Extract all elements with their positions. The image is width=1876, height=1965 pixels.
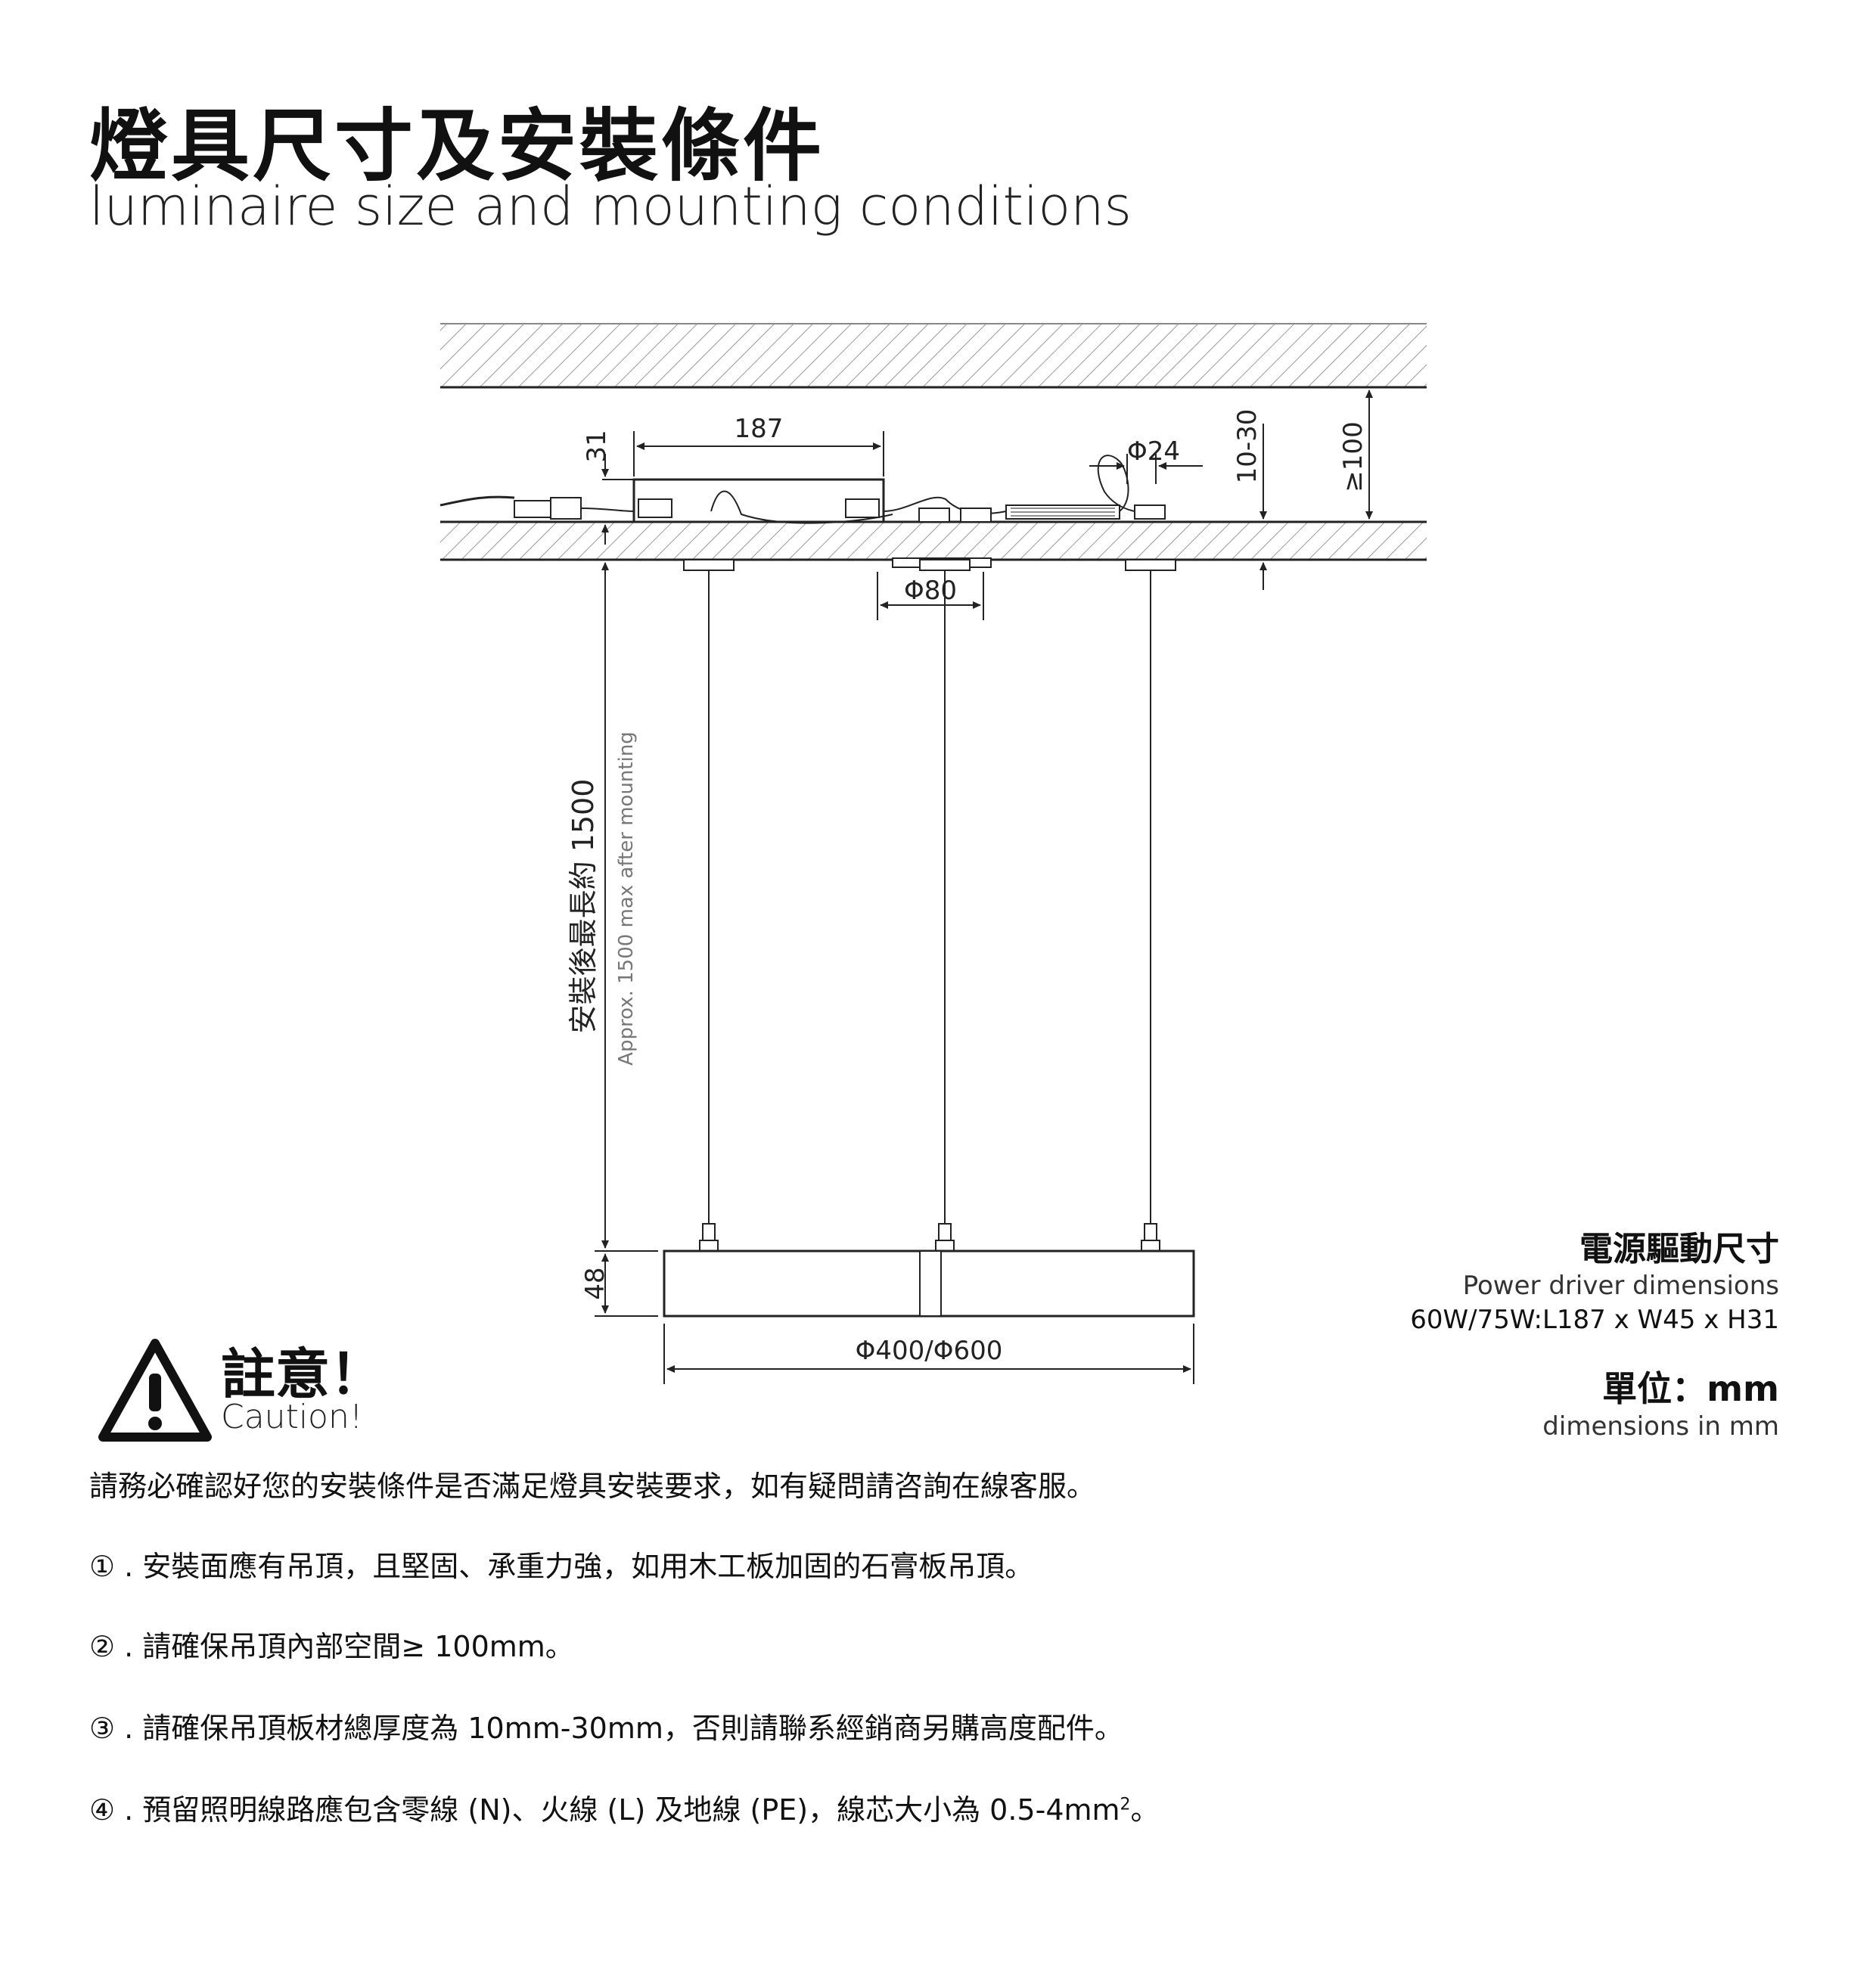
dim-canopy: Φ80 — [877, 572, 984, 620]
caution-title: 註意！ — [221, 1343, 385, 1406]
structural-ceiling-slab — [440, 323, 1427, 389]
note-item-4-text: ④ . 預留照明線路應包含零線 (N)、火線 (L) 及地線 (PE)，線芯大小… — [89, 1793, 1120, 1827]
note-item-2: ② . 請確保吊頂內部空間≥ 100mm。 — [89, 1630, 574, 1663]
page-subtitle: luminaire size and mounting conditions — [89, 175, 1132, 237]
dim-driver-height-label: 31 — [582, 430, 612, 462]
dim-driver-height: 31 — [582, 430, 634, 545]
caution-intro: 請務必確認好您的安裝條件是否滿足燈具安裝要求，如有疑問請咨詢在線客服。 — [89, 1470, 1096, 1503]
luminaire-body — [663, 1249, 1195, 1318]
dim-cavity: ≥100 — [1338, 390, 1373, 520]
input-cable — [439, 495, 635, 520]
dim-cable-label: Φ24 — [1127, 436, 1180, 467]
dim-fixture-height-label: 48 — [580, 1267, 610, 1299]
dim-driver-length: 187 — [633, 414, 884, 477]
note-item-3: ③ . 請確保吊頂板材總厚度為 10mm-30mm，否則請聯系經銷商另購高度配件… — [89, 1712, 1123, 1745]
dim-ceiling-thickness: 10-30 — [1232, 409, 1267, 590]
note-item-4: ④ . 預留照明線路應包含零線 (N)、火線 (L) 及地線 (PE)，線芯大小… — [89, 1787, 1160, 1828]
dim-canopy-label: Φ80 — [904, 576, 957, 606]
dim-fixture-diameter: Φ400/Φ600 — [663, 1324, 1194, 1384]
power-driver-title: 電源驅動尺寸 — [1579, 1230, 1779, 1268]
note-item-1: ① . 安裝面應有吊頂，且堅固、承重力強，如用木工板加固的石膏板吊頂。 — [89, 1550, 1034, 1583]
dim-fixture-diameter-label: Φ400/Φ600 — [856, 1336, 1003, 1366]
warning-triangle-icon — [98, 1339, 212, 1442]
power-driver-spec: 60W/75W:L187 x W45 x H31 — [1410, 1305, 1779, 1335]
dim-cavity-label: ≥100 — [1338, 421, 1368, 492]
dim-ceiling-thickness-label: 10-30 — [1232, 409, 1263, 484]
wire-grippers — [699, 1223, 1160, 1252]
dim-fixture-height: 48 — [580, 1250, 658, 1317]
caution-subtitle: Caution! — [221, 1398, 363, 1436]
power-driver-subtitle: Power driver dimensions — [1462, 1271, 1779, 1301]
units-title: 單位：mm — [1602, 1368, 1779, 1409]
units-subtitle: dimensions in mm — [1542, 1411, 1779, 1442]
page-title: 燈具尺寸及安裝條件 — [89, 100, 825, 192]
output-cables — [710, 455, 1166, 524]
suspension-wires — [708, 570, 1151, 1224]
dim-hang-label-zh: 安裝後最長約 1500 — [567, 779, 600, 1034]
ceiling-canopies — [683, 559, 1176, 571]
note-item-4-superscript: 2 — [1120, 1795, 1131, 1814]
dim-cable: Φ24 — [1089, 436, 1203, 484]
dim-hang-label-en: Approx. 1500 max after mounting — [615, 731, 638, 1066]
dim-hang-length: 安裝後最長約 1500 Approx. 1500 max after mount… — [567, 562, 638, 1249]
note-item-4-end: 。 — [1130, 1793, 1160, 1827]
power-driver — [632, 478, 885, 523]
dim-driver-length-label: 187 — [735, 414, 784, 444]
